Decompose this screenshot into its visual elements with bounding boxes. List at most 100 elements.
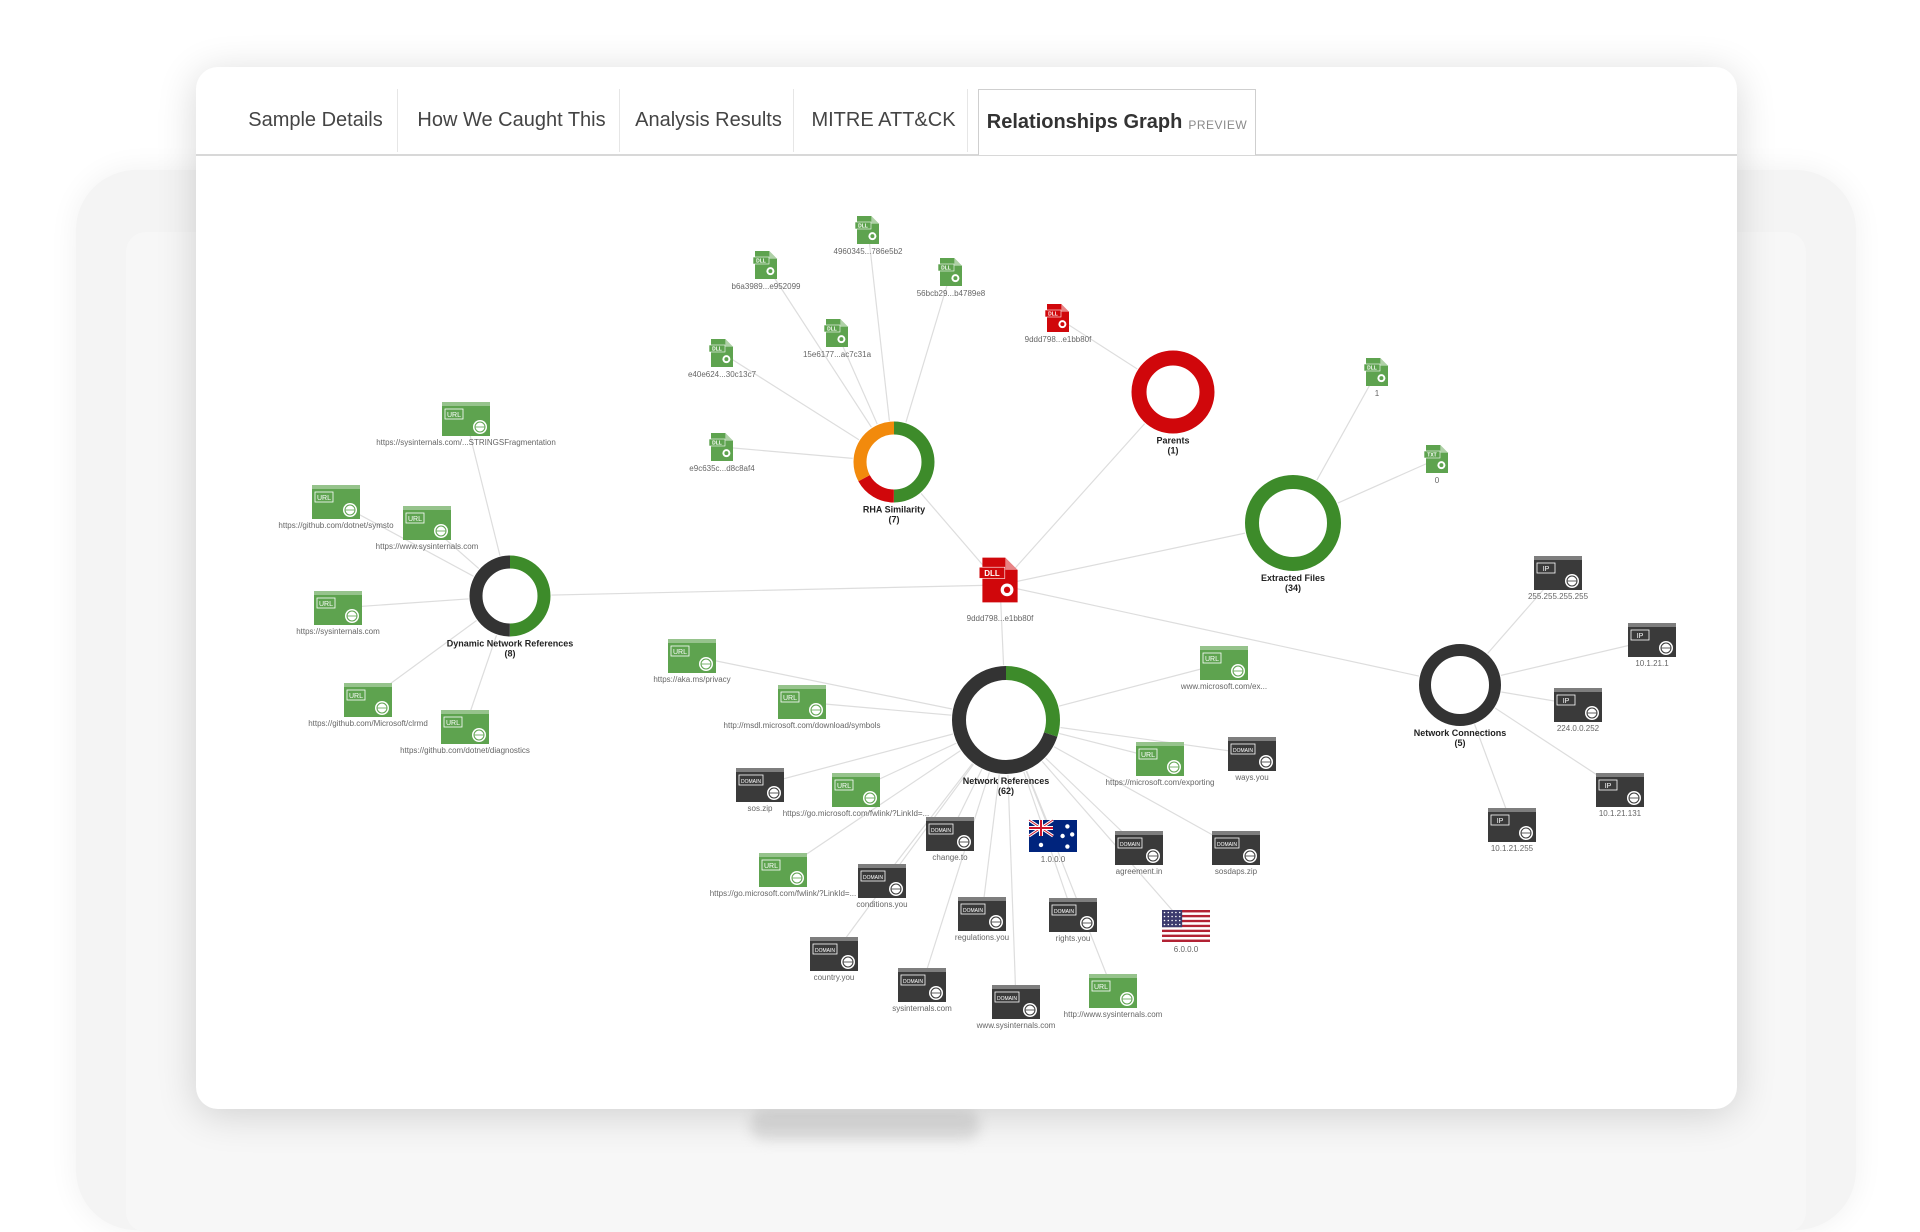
node-label: https://github.com/dotnet/symsto	[278, 521, 394, 530]
svg-text:DOMAIN: DOMAIN	[1120, 842, 1140, 848]
node-label: country.you	[814, 973, 855, 982]
svg-text:DOMAIN: DOMAIN	[1054, 909, 1074, 915]
center-sample-label: 9ddd798...e1bb80f	[967, 614, 1035, 623]
graph-node-flag-au[interactable]: 1.0.0.0	[1028, 818, 1077, 864]
node-label: 1	[1375, 389, 1380, 398]
svg-text:URL: URL	[783, 695, 797, 702]
hub-extracted[interactable]: Extracted Files(34)	[1244, 474, 1342, 593]
svg-text:URL: URL	[837, 783, 851, 790]
node-label: conditions.you	[856, 900, 907, 909]
node-label: 10.1.21.1	[1635, 659, 1669, 668]
graph-node-ip[interactable]: IP 10.1.21.131	[1596, 773, 1644, 818]
node-label: 4960345...786e5b2	[834, 247, 904, 256]
hub-title: RHA Similarity	[863, 505, 925, 515]
node-label: b6a3989...e952099	[732, 282, 802, 291]
node-label: www.microsoft.com/ex...	[1180, 682, 1267, 691]
graph-node-flag-us[interactable]: 6.0.0.0	[1162, 910, 1210, 954]
svg-text:URL: URL	[317, 495, 331, 502]
graph-node-ip[interactable]: IP 10.1.21.255	[1488, 808, 1536, 853]
graph-node-url[interactable]: URL https://github.com/dotnet/symsto	[278, 485, 394, 530]
svg-text:IP: IP	[1497, 818, 1504, 825]
svg-text:URL: URL	[447, 412, 461, 419]
graph-node-txt[interactable]: TXT 0	[1423, 445, 1448, 485]
svg-text:URL: URL	[446, 720, 460, 727]
node-label: regulations.you	[955, 933, 1009, 942]
background-blur	[750, 1110, 980, 1140]
hub-title: Parents	[1156, 436, 1189, 446]
preview-badge: PREVIEW	[1188, 117, 1248, 132]
tab-label: How We Caught This	[417, 109, 606, 131]
graph-node-dll[interactable]: DLL b6a3989...e952099	[732, 251, 802, 291]
center-sample-node[interactable]: DLL 9ddd798...e1bb80f	[967, 557, 1035, 623]
svg-text:URL: URL	[764, 863, 778, 870]
node-label: e40e624...30c13c7	[688, 370, 757, 379]
node-label: https://go.microsoft.com/fwlink/?LinkId=…	[710, 889, 857, 898]
node-label: 255.255.255.255	[1528, 592, 1589, 601]
graph-node-url[interactable]: URLwww.microsoft.com/ex...	[1180, 646, 1267, 691]
tab-label: Analysis Results	[635, 109, 782, 131]
svg-text:DLL: DLL	[756, 259, 766, 265]
svg-text:TXT: TXT	[1427, 453, 1436, 459]
node-label: https://go.microsoft.com/fwlink/?LinkId=…	[783, 809, 930, 818]
node-label: https://github.com/Microsoft/clrmd	[308, 719, 428, 728]
node-label: 10.1.21.131	[1599, 809, 1642, 818]
node-label: 10.1.21.255	[1491, 844, 1534, 853]
graph-node-url[interactable]: URL https://go.microsoft.com/fwlink/?Link…	[710, 853, 857, 898]
graph-node-url[interactable]: URL https://go.microsoft.com/fwlink/?Link…	[783, 773, 930, 818]
hub-netref[interactable]: Network References(62)	[951, 665, 1061, 796]
svg-text:DLL: DLL	[984, 569, 1000, 578]
hub-netconn[interactable]: Network Connections(5)	[1414, 643, 1507, 748]
node-label: http://www.sysinternals.com	[1064, 1010, 1163, 1019]
svg-text:DLL: DLL	[827, 327, 837, 333]
tab-relationships-graph[interactable]: Relationships Graph PREVIEW	[978, 89, 1256, 155]
graph-node-url[interactable]: URLhttps://sysinternals.com/...STRINGSFr…	[376, 402, 556, 447]
graph-node-url[interactable]: URL https://github.com/dotnet/diagnostics	[400, 710, 530, 755]
tab-sample-details[interactable]: Sample Details	[234, 89, 398, 152]
hub-rha[interactable]: RHA Similarity(7)	[852, 420, 936, 525]
node-label: 0	[1435, 476, 1440, 485]
svg-text:URL: URL	[1141, 752, 1155, 759]
tab-mitre-attack[interactable]: MITRE ATT&CK	[800, 89, 968, 152]
svg-text:IP: IP	[1605, 783, 1612, 790]
tab-label: MITRE ATT&CK	[811, 109, 956, 131]
tab-how-we-caught-this[interactable]: How We Caught This	[404, 89, 620, 152]
node-label: https://github.com/dotnet/diagnostics	[400, 746, 530, 755]
hub-dyn[interactable]: Dynamic Network References(8)	[447, 554, 574, 659]
svg-text:IP: IP	[1543, 566, 1550, 573]
relationships-graph[interactable]: RHA Similarity(7) Parents(1) Extracted Fil…	[196, 156, 1737, 1106]
svg-text:DOMAIN: DOMAIN	[997, 996, 1017, 1002]
hub-parents[interactable]: Parents(1)	[1130, 349, 1216, 456]
tab-analysis-results[interactable]: Analysis Results	[624, 89, 794, 152]
graph-node-ip[interactable]: IP 255.255.255.255	[1528, 556, 1589, 601]
svg-text:DLL: DLL	[1048, 312, 1058, 318]
svg-text:DOMAIN: DOMAIN	[1217, 842, 1237, 848]
graph-node-url[interactable]: URLhttp://msdl.microsoft.com/download/sy…	[724, 685, 881, 730]
graph-nodes: DLL9ddd798...e1bb80fDLL4960345...786e5b2…	[278, 216, 1676, 1030]
